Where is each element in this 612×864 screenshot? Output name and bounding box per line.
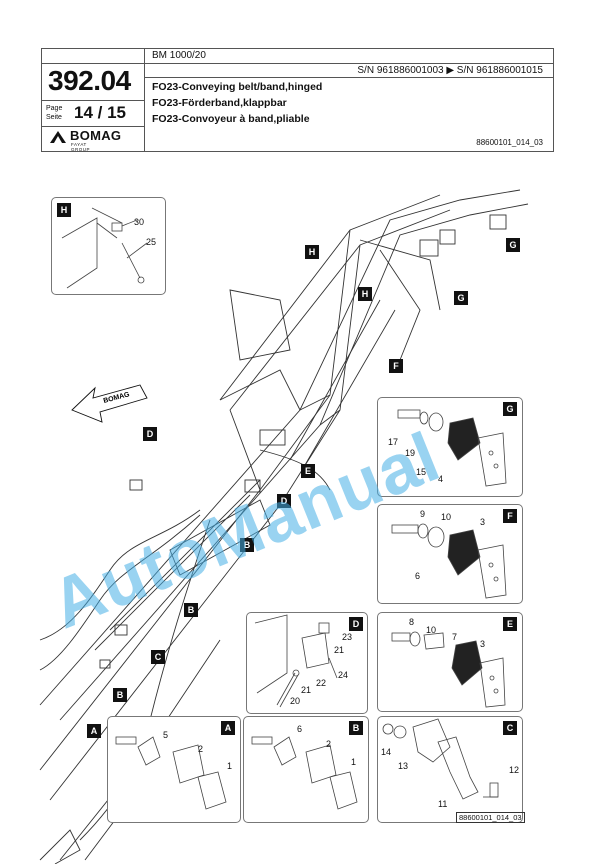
callout-g: G: [506, 238, 520, 252]
title-block-rule: [42, 100, 144, 101]
detail-panel-h: H 30 25: [51, 197, 166, 295]
detail-panel-a: A 5 2 1: [107, 716, 241, 823]
panel-f-label: F: [503, 509, 517, 523]
title-block-rule: [42, 63, 553, 64]
part-number: 24: [338, 670, 349, 680]
page-label: Page Seite: [46, 104, 62, 122]
callout-h: H: [358, 287, 372, 301]
bomag-logo-icon: [50, 131, 66, 143]
page-label-de: Seite: [46, 114, 62, 121]
page-label-en: Page: [46, 105, 63, 112]
group-number: 392.04: [48, 65, 131, 96]
callout-d: D: [277, 494, 291, 508]
part-number: 14: [381, 747, 392, 757]
panel-a-label: A: [221, 721, 235, 735]
part-number: 19: [405, 448, 416, 458]
part-number: 25: [146, 237, 157, 247]
panel-g-label: G: [503, 402, 517, 416]
part-number: 10: [441, 512, 452, 522]
detail-a-illustration: [115, 736, 227, 810]
detail-d-illustration: [254, 614, 338, 708]
title-block-rule: [144, 77, 553, 78]
part-number: 9: [420, 509, 426, 519]
callout-b: B: [184, 603, 198, 617]
model-name: BM 1000/20: [152, 50, 206, 61]
callout-h: H: [305, 245, 319, 259]
detail-g-illustration: [397, 409, 507, 487]
detail-c-illustration: [382, 718, 499, 800]
title-french: FO23-Convoyeur à band,pliable: [152, 113, 310, 125]
detail-panel-f: F 9 10 3 6: [377, 504, 523, 604]
detail-panel-b: B 6 2 1: [243, 716, 369, 823]
part-number: 10: [426, 625, 437, 635]
detail-h-illustration: [61, 207, 148, 289]
part-number: 21: [301, 685, 312, 695]
part-number: 8: [409, 617, 415, 627]
callout-b: B: [240, 538, 254, 552]
detail-f-illustration: [391, 523, 507, 599]
callout-d: D: [143, 427, 157, 441]
part-number: 3: [480, 639, 486, 649]
part-number: 11: [438, 799, 448, 809]
logo-text: BOMAG: [70, 128, 122, 143]
serial-range: S/N 961886001003 ▶ S/N 961886001015: [357, 65, 543, 76]
part-number: 21: [334, 645, 345, 655]
part-number: 15: [416, 467, 427, 477]
detail-e-illustration: [391, 631, 506, 708]
part-number: 13: [398, 761, 409, 771]
panel-b-label: B: [349, 721, 363, 735]
part-number: 6: [297, 724, 303, 734]
part-number: 3: [480, 517, 486, 527]
callout-e: E: [301, 464, 315, 478]
part-number: 1: [351, 757, 357, 767]
part-number: 23: [342, 632, 353, 642]
drawing-reference: 88600101_014_03: [456, 812, 525, 823]
callout-g: G: [454, 291, 468, 305]
detail-panel-d: D 23 21 24 21 22 20: [246, 612, 368, 714]
panel-c-label: C: [503, 721, 517, 735]
callout-c: C: [151, 650, 165, 664]
arrow-logo-text: BOMAG: [103, 391, 131, 405]
detail-panel-e: E 8 10 7 3: [377, 612, 523, 712]
bomag-logo: BOMAG FAYAT GROUP: [48, 128, 121, 152]
panel-h-label: H: [57, 203, 71, 217]
part-number: 7: [452, 632, 458, 642]
detail-panel-c: C 14 13 12 11: [377, 716, 523, 823]
logo-subtext: FAYAT GROUP: [71, 142, 91, 152]
part-number: 5: [163, 730, 169, 740]
part-number: 17: [388, 437, 399, 447]
detail-panel-g: G 17 19 15 4: [377, 397, 523, 497]
part-number: 1: [227, 761, 233, 771]
exploded-parts-drawing: BOMAG H H G G F D D E B B B C A H 30 25: [0, 160, 612, 864]
part-number: 4: [438, 474, 444, 484]
panel-e-label: E: [503, 617, 517, 631]
part-number: 2: [198, 744, 204, 754]
title-german: FO23-Förderband,klappbar: [152, 97, 287, 109]
callout-f: F: [389, 359, 403, 373]
detail-b-illustration: [251, 736, 358, 810]
title-block-divider: [144, 49, 145, 151]
part-number: 22: [316, 678, 327, 688]
title-block-rule: [42, 126, 144, 127]
part-number: 2: [326, 739, 332, 749]
panel-d-label: D: [349, 617, 363, 631]
part-number: 12: [509, 765, 520, 775]
title-block: BM 1000/20 S/N 961886001003 ▶ S/N 961886…: [41, 48, 554, 152]
callout-a: A: [87, 724, 101, 738]
callout-b: B: [113, 688, 127, 702]
part-number: 6: [415, 571, 421, 581]
page-indicator: 14 / 15: [74, 103, 126, 122]
title-english: FO23-Conveying belt/band,hinged: [152, 81, 323, 93]
part-number: 20: [290, 696, 301, 706]
document-id: 88600101_014_03: [476, 138, 543, 147]
part-number: 30: [134, 217, 145, 227]
